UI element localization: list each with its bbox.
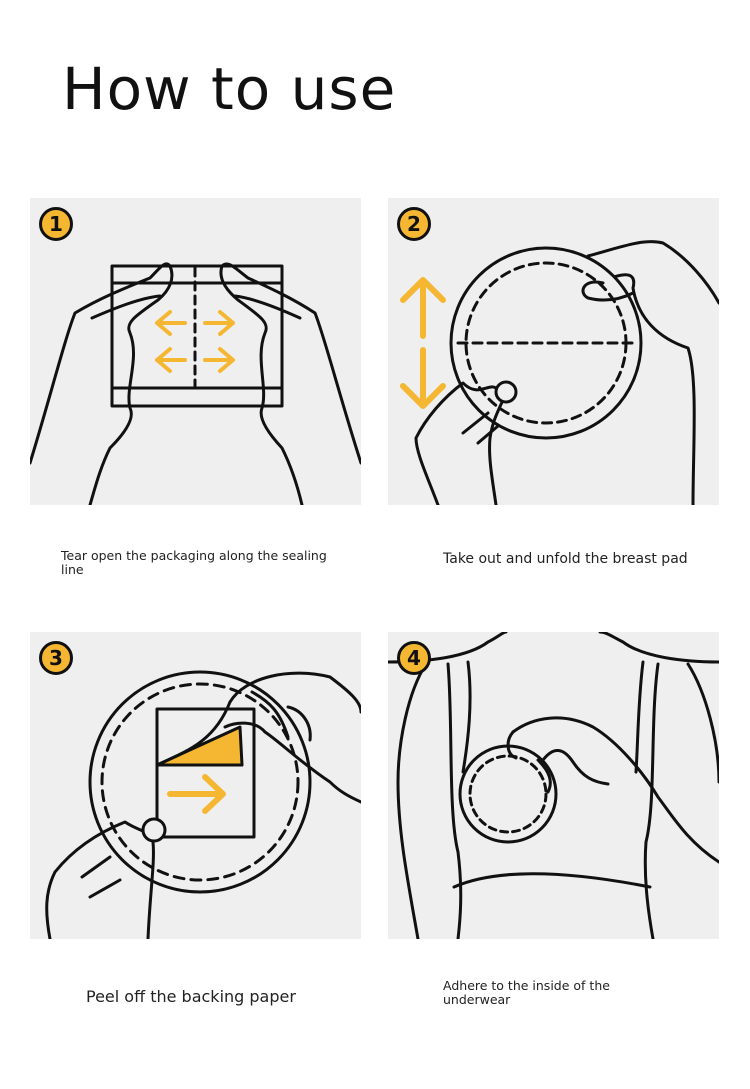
- unfold-pad-drawing: [400, 240, 719, 505]
- step-1-illustration: 1: [30, 198, 361, 505]
- step-4-illustration: 4: [388, 632, 719, 939]
- step-4-caption: Adhere to the inside of the underwear: [443, 978, 610, 1007]
- tear-package-drawing: [30, 262, 361, 505]
- adhere-pad-drawing: [388, 632, 719, 939]
- step-3-illustration: 3: [30, 632, 361, 939]
- step-2-illustration: 2: [388, 198, 719, 505]
- step-2-badge: 2: [397, 207, 431, 241]
- step-4-badge: 4: [397, 641, 431, 675]
- peel-backing-drawing: [45, 670, 361, 939]
- step-3-caption: Peel off the backing paper: [86, 987, 296, 1006]
- page-title: How to use: [62, 55, 397, 123]
- step-1-badge: 1: [39, 207, 73, 241]
- step-3-badge: 3: [39, 641, 73, 675]
- step-1-caption: Tear open the packaging along the sealin…: [61, 548, 327, 577]
- step-2-caption: Take out and unfold the breast pad: [443, 551, 688, 567]
